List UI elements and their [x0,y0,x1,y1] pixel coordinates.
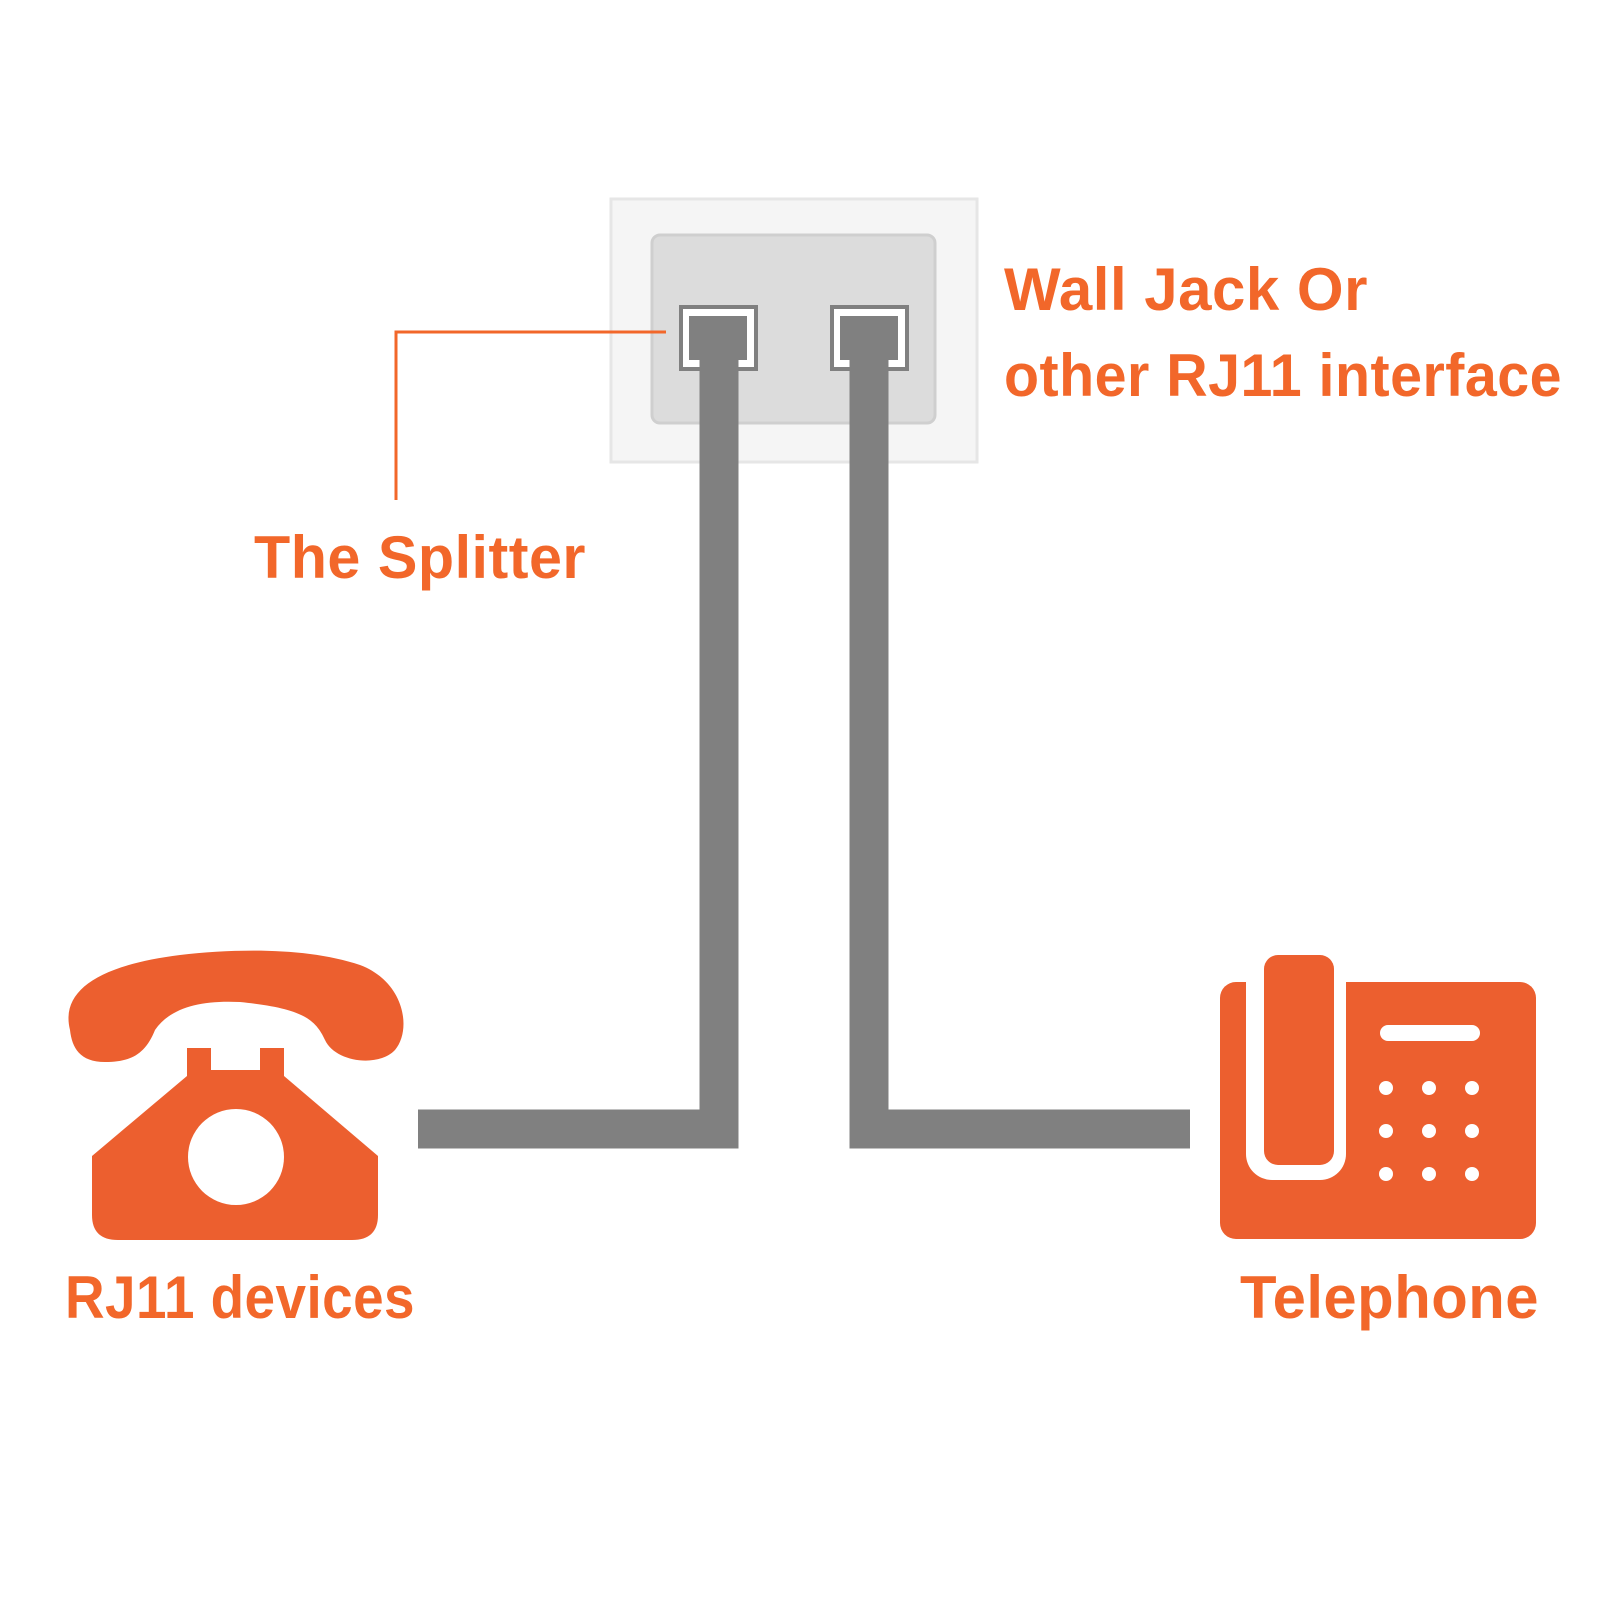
right-cable [849,350,1190,1149]
wall-jack-label-line2: other RJ11 interface [1004,342,1562,409]
rotary-phone-icon [68,950,404,1240]
splitter-label: The Splitter [254,524,586,591]
left-cable [418,350,739,1149]
desk-phone-icon [1220,950,1536,1239]
keypad [1379,1081,1479,1181]
cables [418,350,1190,1149]
wall-jack-label-line1: Wall Jack Or [1004,256,1368,323]
splitter-callout-line [394,330,666,500]
rj11-devices-label: RJ11 devices [65,1264,415,1331]
telephone-label: Telephone [1240,1264,1539,1331]
